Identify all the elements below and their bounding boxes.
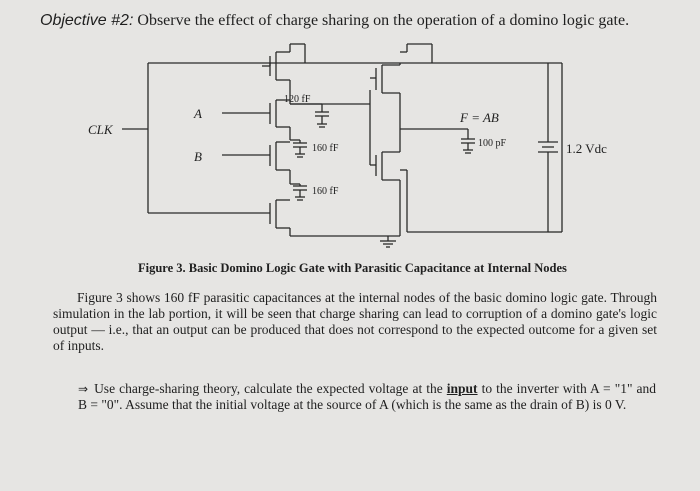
nmos-b bbox=[222, 141, 291, 184]
objective-label: Objective #2: bbox=[40, 12, 134, 29]
dc-source bbox=[538, 63, 558, 232]
inverter-pmos bbox=[370, 43, 433, 129]
bullet-text-emph: input bbox=[446, 381, 478, 396]
arrow-icon: ⇒ bbox=[78, 382, 89, 396]
body-paragraph: Figure 3 shows 160 fF parasitic capacita… bbox=[53, 290, 657, 353]
output-label: F = AB bbox=[459, 110, 499, 125]
input-a-label: A bbox=[193, 106, 202, 121]
ground-symbol bbox=[380, 236, 396, 248]
footer-nmos bbox=[269, 199, 401, 237]
capacitor-160ff-mid bbox=[290, 139, 307, 158]
supply-label: 1.2 Vdc bbox=[566, 141, 607, 156]
capacitor-120ff bbox=[290, 103, 329, 128]
precharge-pmos bbox=[262, 43, 306, 97]
bullet-text-post: to the inverter with A = "1" and B = "0"… bbox=[78, 381, 657, 412]
objective-heading: Objective #2: Observe the effect of char… bbox=[40, 12, 680, 30]
input-b-label: B bbox=[194, 149, 202, 164]
cap-100pf-label: 100 pF bbox=[478, 138, 507, 149]
cap-120ff-label: 120 fF bbox=[284, 94, 311, 105]
cap-160ff-low-label: 160 fF bbox=[312, 186, 339, 197]
bullet-text-pre: Use charge-sharing theory, calculate the… bbox=[94, 381, 443, 396]
nmos-a bbox=[222, 99, 291, 140]
capacitor-100pf bbox=[461, 138, 475, 154]
capacitor-160ff-low bbox=[290, 183, 307, 201]
figure-caption: Figure 3. Basic Domino Logic Gate with P… bbox=[138, 261, 567, 275]
objective-title: Observe the effect of charge sharing on … bbox=[137, 12, 630, 29]
inverter-nmos bbox=[370, 129, 548, 233]
cap-160ff-mid-label: 160 fF bbox=[312, 143, 339, 154]
task-bullet: ⇒ Use charge-sharing theory, calculate th… bbox=[78, 381, 656, 413]
clk-label: CLK bbox=[88, 122, 114, 137]
